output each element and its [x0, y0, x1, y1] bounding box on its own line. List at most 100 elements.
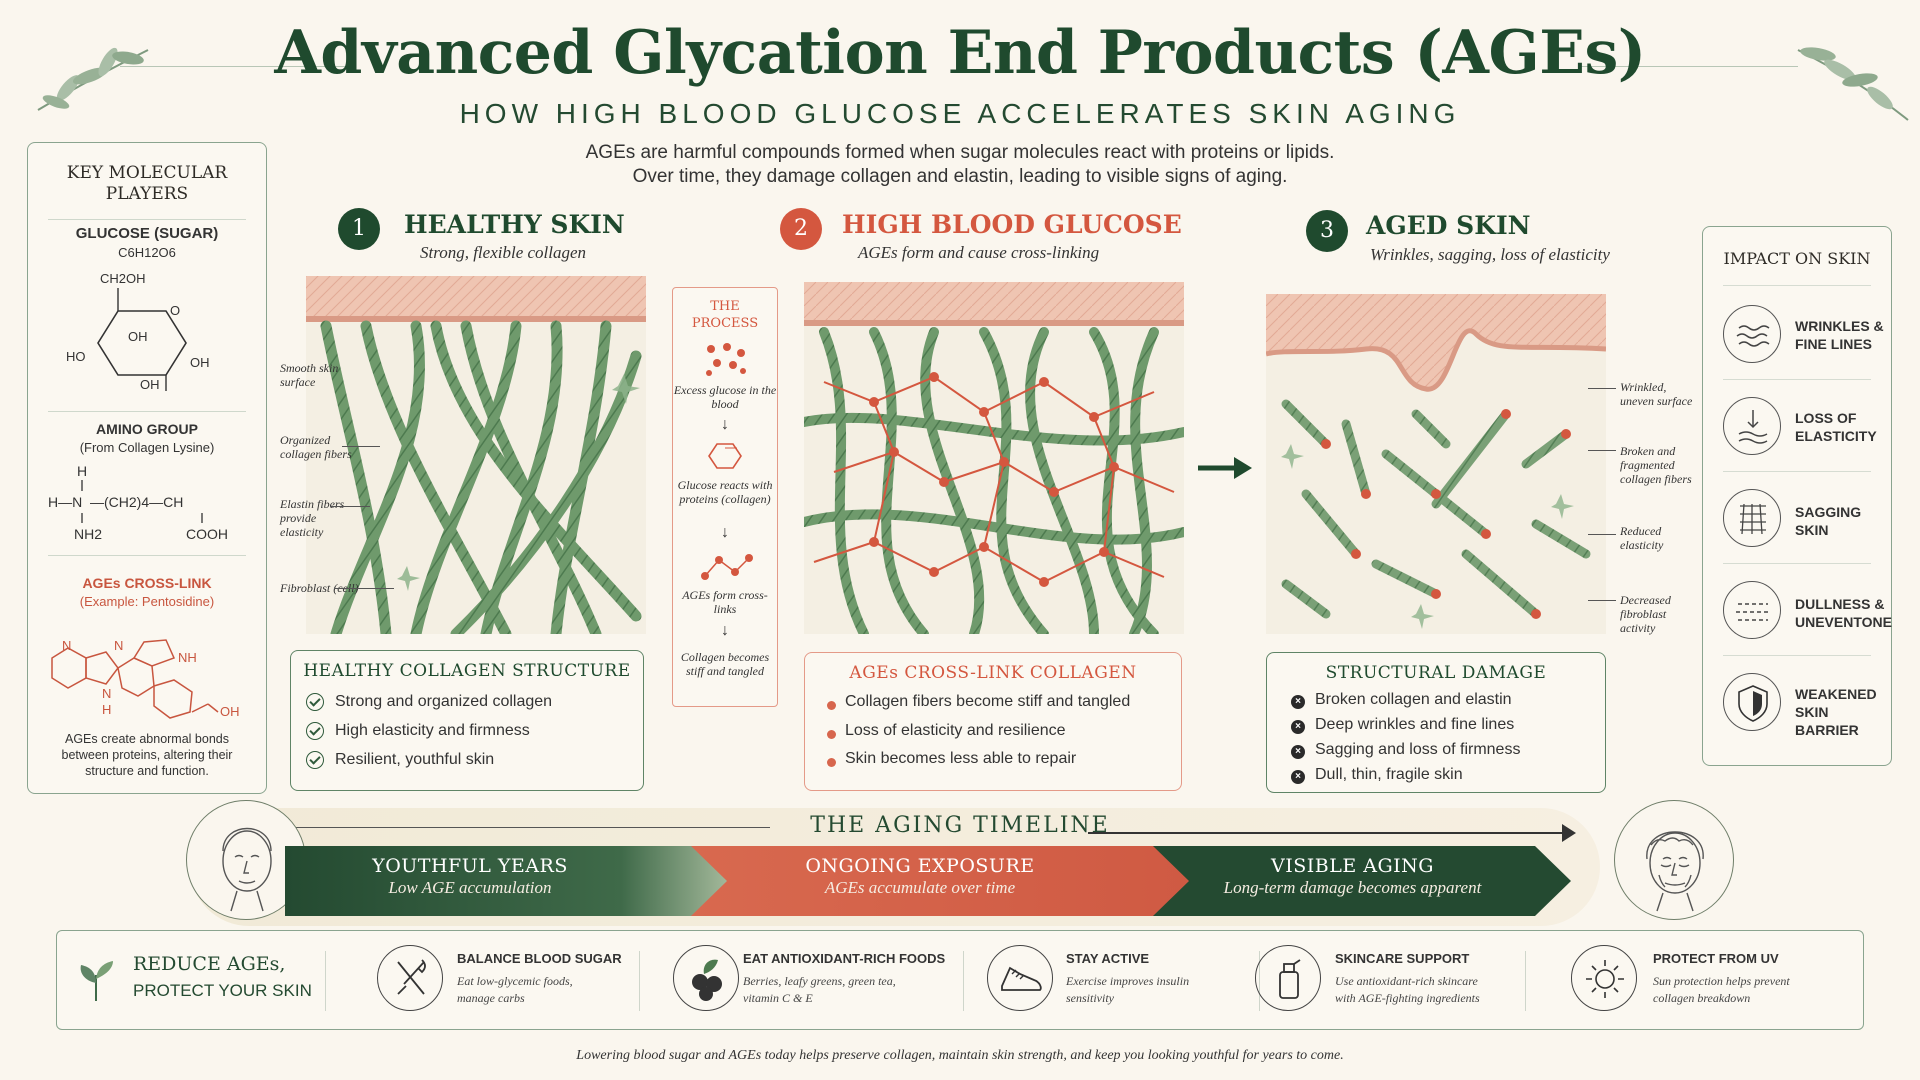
divider [639, 951, 640, 1011]
tips-heading-line1: REDUCE AGEs, [133, 953, 286, 975]
header-rule-left [120, 66, 350, 67]
amino-atom-h: H [77, 463, 87, 479]
arrow-right-icon [1198, 457, 1252, 479]
glucose-atom-ch2oh: CH2OH [100, 271, 146, 286]
tip-2-title: EAT ANTIOXIDANT-RICH FOODS [743, 951, 946, 966]
x-icon: × [1291, 770, 1305, 784]
timeline-stage-2-arrow [691, 846, 1191, 916]
divider [1723, 655, 1871, 656]
annotation-reduced-elasticity: Reduced elasticity [1620, 524, 1664, 552]
leaf-icon-left [37, 47, 149, 111]
tips-panel: REDUCE AGEs, PROTECT YOUR SKIN BALANCE B… [56, 930, 1864, 1030]
annotation-pointer [330, 506, 370, 507]
annotation-broken-fibers: Broken and fragmented collagen fibers [1620, 444, 1692, 486]
damage-box-title: STRUCTURAL DAMAGE [1325, 663, 1547, 683]
tip-3-desc-line1: Exercise improves insulin [1066, 974, 1190, 988]
ages-crosslink-sub: (Example: Pentosidine) [79, 594, 215, 609]
glucose-atom-oh2: OH [190, 355, 210, 370]
section-2-subtitle: AGEs form and cause cross-linking [858, 243, 1100, 262]
crosslink-icon [701, 554, 753, 580]
pentosidine-atom-n2: N [114, 638, 123, 653]
healthy-item-2: High elasticity and firmness [335, 722, 530, 739]
annotation-organized-collagen: Organized collagen fibers [280, 433, 352, 461]
molecular-players-panel: KEY MOLECULAR PLAYERS GLUCOSE (SUGAR) C6… [27, 142, 267, 794]
timeline-rule-right [1088, 832, 1568, 834]
bullet-dot [827, 730, 836, 739]
damage-item-3: Sagging and loss of firmness [1315, 741, 1521, 758]
bottle-icon [1255, 945, 1321, 1011]
crosslink-item-1: Collagen fibers become stiff and tangled [845, 693, 1131, 710]
pentosidine-atom-n3: N [102, 686, 111, 701]
glucose-atom-ho: HO [66, 349, 86, 364]
divider [1723, 379, 1871, 380]
timeline-stage-2-title: ONGOING EXPOSURE [805, 855, 1035, 877]
process-arrow-icon: ↓ [721, 622, 729, 639]
tip-2-desc-line1: Berries, leafy greens, green tea, [743, 974, 896, 988]
fork-knife-icon [377, 945, 443, 1011]
check-icon [306, 751, 324, 769]
annotation-pointer [342, 446, 380, 447]
pentosidine-atom-h: H [102, 702, 111, 717]
process-step-2: Glucose reacts with proteins (collagen) [677, 478, 773, 506]
tips-heading-line2: PROTECT YOUR SKIN [133, 981, 312, 1000]
timeline-stage-3-subtitle: Long-term damage becomes apparent [1223, 878, 1482, 897]
sagging-icon [1723, 489, 1781, 547]
healthy-skin-illustration [306, 276, 646, 634]
footer-note: Lowering blood sugar and AGEs today help… [576, 1048, 1344, 1063]
pentosidine-atom-n1: N [62, 638, 71, 653]
x-icon: × [1291, 745, 1305, 759]
process-arrow-icon: ↓ [721, 524, 729, 541]
impact-panel: IMPACT ON SKIN WRINKLES & FINE LINES LOS… [1702, 226, 1892, 766]
tip-4-desc-line2: with AGE-fighting ingredients [1335, 991, 1480, 1005]
page-title: Advanced Glycation End Products (AGEs) [274, 18, 1646, 88]
timeline-arrowhead-icon [1562, 824, 1576, 842]
glucose-atom-oh1: OH [128, 329, 148, 344]
divider [963, 951, 964, 1011]
section-2-title: HIGH BLOOD GLUCOSE [842, 210, 1182, 239]
process-column: THE PROCESS Excess glucose in the blood … [672, 287, 778, 707]
timeline-stage-1-subtitle: Low AGE accumulation [388, 878, 552, 897]
divider [1525, 951, 1526, 1011]
impact-title: IMPACT ON SKIN [1723, 249, 1871, 268]
intro-line-2: Over time, they damage collagen and elas… [632, 166, 1288, 187]
header-rule-right [1578, 66, 1798, 67]
divider [48, 219, 246, 220]
annotation-smooth-skin: Smooth skin surface [280, 361, 339, 389]
process-step-3: AGEs form cross-links [682, 588, 768, 616]
amino-label: AMINO GROUP [96, 421, 198, 437]
molecular-heading: KEY MOLECULAR PLAYERS [66, 163, 228, 204]
pentosidine-atom-nh: NH [178, 650, 197, 665]
section-3-title: AGED SKIN [1366, 211, 1531, 240]
timeline-rule-left [290, 827, 770, 828]
wrinkles-icon [1723, 305, 1781, 363]
amino-atom-n: H—N [48, 494, 82, 510]
amino-sub: (From Collagen Lysine) [79, 440, 215, 455]
amino-atom-chain: —(CH2)4—CH [90, 494, 183, 510]
timeline-stage-3-arrow [1153, 846, 1571, 916]
section-3-badge: 3 [1306, 210, 1348, 252]
page-subtitle: HOW HIGH BLOOD GLUCOSE ACCELERATES SKIN … [459, 98, 1461, 129]
divider [1723, 285, 1871, 286]
process-arrow-icon: ↓ [721, 416, 729, 433]
pentosidine-atom-oh: OH [220, 704, 240, 719]
hexagon-molecule-icon [708, 443, 742, 469]
tip-4-title: SKINCARE SUPPORT [1335, 951, 1470, 966]
annotation-fibroblast: Fibroblast (cell) [280, 581, 359, 595]
damage-item-4: Dull, thin, fragile skin [1315, 766, 1463, 783]
process-title: THE PROCESS [691, 299, 759, 331]
crosslink-item-2: Loss of elasticity and resilience [845, 722, 1066, 739]
crosslink-box: AGEs CROSS-LINK COLLAGEN Collagen fibers… [804, 652, 1182, 791]
annotation-pointer [1588, 534, 1616, 535]
glucose-atom-oh3: OH [140, 377, 160, 392]
annotation-pointer [1588, 450, 1616, 451]
section-2-badge: 2 [780, 208, 822, 250]
process-step-1: Excess glucose in the blood [673, 383, 777, 411]
tip-2-desc-line2: vitamin C & E [743, 991, 813, 1005]
bullet-dot [827, 758, 836, 767]
timeline-stage-1-arrow [285, 846, 733, 916]
ages-crosslink-label: AGEs CROSS-LINK [82, 575, 212, 591]
impact-label-dullness: DULLNESS & UNEVENTONE [1795, 596, 1892, 630]
divider [1723, 563, 1871, 564]
divider [1723, 471, 1871, 472]
structural-damage-box: STRUCTURAL DAMAGE × Broken collagen and … [1266, 652, 1606, 793]
